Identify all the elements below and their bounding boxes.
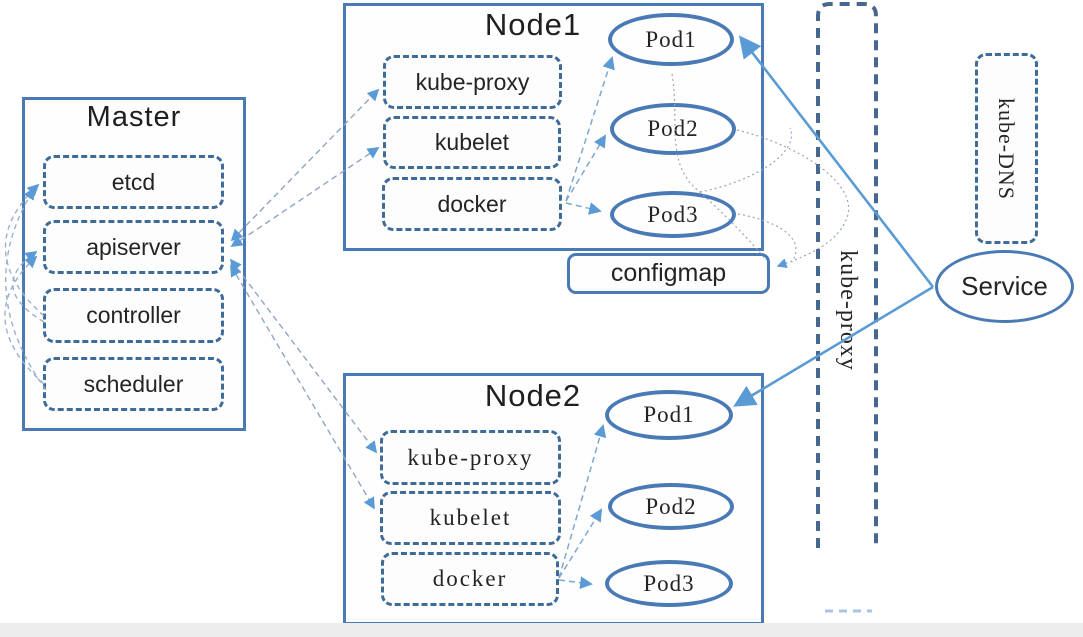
node1-title: Node1 bbox=[484, 7, 582, 42]
controller-box: controller bbox=[43, 288, 224, 343]
master-title: Master bbox=[86, 101, 182, 133]
service-ellipse: Service bbox=[935, 250, 1074, 323]
node1-pod3-ellipse: Pod3 bbox=[610, 191, 736, 238]
apiserver-label: apiserver bbox=[86, 233, 181, 260]
node2-kubelet-label: kubelet bbox=[429, 505, 512, 530]
kube-proxy-bar-label-wrap: kube-proxy bbox=[818, 210, 877, 410]
scheduler-box: scheduler bbox=[43, 357, 224, 411]
node2-pod1-label: Pod1 bbox=[643, 402, 695, 427]
node1-kubelet-box: kubelet bbox=[383, 116, 561, 169]
controller-label: controller bbox=[86, 302, 181, 328]
node2-docker-box: docker bbox=[381, 552, 559, 606]
node1-pod1-ellipse: Pod1 bbox=[608, 13, 734, 66]
node2-kubelet-box: kubelet bbox=[380, 491, 561, 545]
node1-pod1-label: Pod1 bbox=[645, 26, 697, 52]
node2-kube-proxy-label: kube-proxy bbox=[407, 444, 534, 470]
node2-title: Node2 bbox=[484, 378, 582, 413]
node2-pod3-label: Pod3 bbox=[643, 570, 695, 596]
scheduler-label: scheduler bbox=[83, 370, 184, 397]
kube-dns-box: kube-DNS bbox=[975, 53, 1038, 244]
node1-pod2-ellipse: Pod2 bbox=[610, 103, 736, 155]
node2-kube-proxy-box: kube-proxy bbox=[380, 430, 561, 485]
node1-pod2-label: Pod2 bbox=[647, 116, 699, 141]
node1-docker-box: docker bbox=[382, 177, 562, 231]
configmap-label: configmap bbox=[610, 259, 727, 287]
node1-pod3-label: Pod3 bbox=[647, 201, 699, 227]
node2-pod2-label: Pod2 bbox=[645, 493, 697, 519]
kube-proxy-bar-label: kube-proxy bbox=[835, 249, 862, 371]
configmap-box: configmap bbox=[567, 253, 770, 294]
node2-pod1-ellipse: Pod1 bbox=[605, 390, 733, 440]
node2-pod3-ellipse: Pod3 bbox=[605, 560, 733, 607]
node2-docker-label: docker bbox=[432, 566, 508, 591]
etcd-label: etcd bbox=[111, 168, 156, 195]
etcd-box: etcd bbox=[43, 155, 224, 209]
node1-kubelet-label: kubelet bbox=[434, 129, 510, 155]
node1-docker-label: docker bbox=[437, 190, 507, 217]
service-label: Service bbox=[961, 271, 1048, 301]
apiserver-box: apiserver bbox=[43, 220, 224, 274]
node1-kube-proxy-box: kube-proxy bbox=[383, 55, 562, 109]
node1-kube-proxy-label: kube-proxy bbox=[415, 68, 530, 95]
kube-dns-label: kube-DNS bbox=[994, 97, 1020, 200]
bottom-strip bbox=[0, 623, 1083, 637]
node2-pod2-ellipse: Pod2 bbox=[608, 483, 734, 530]
